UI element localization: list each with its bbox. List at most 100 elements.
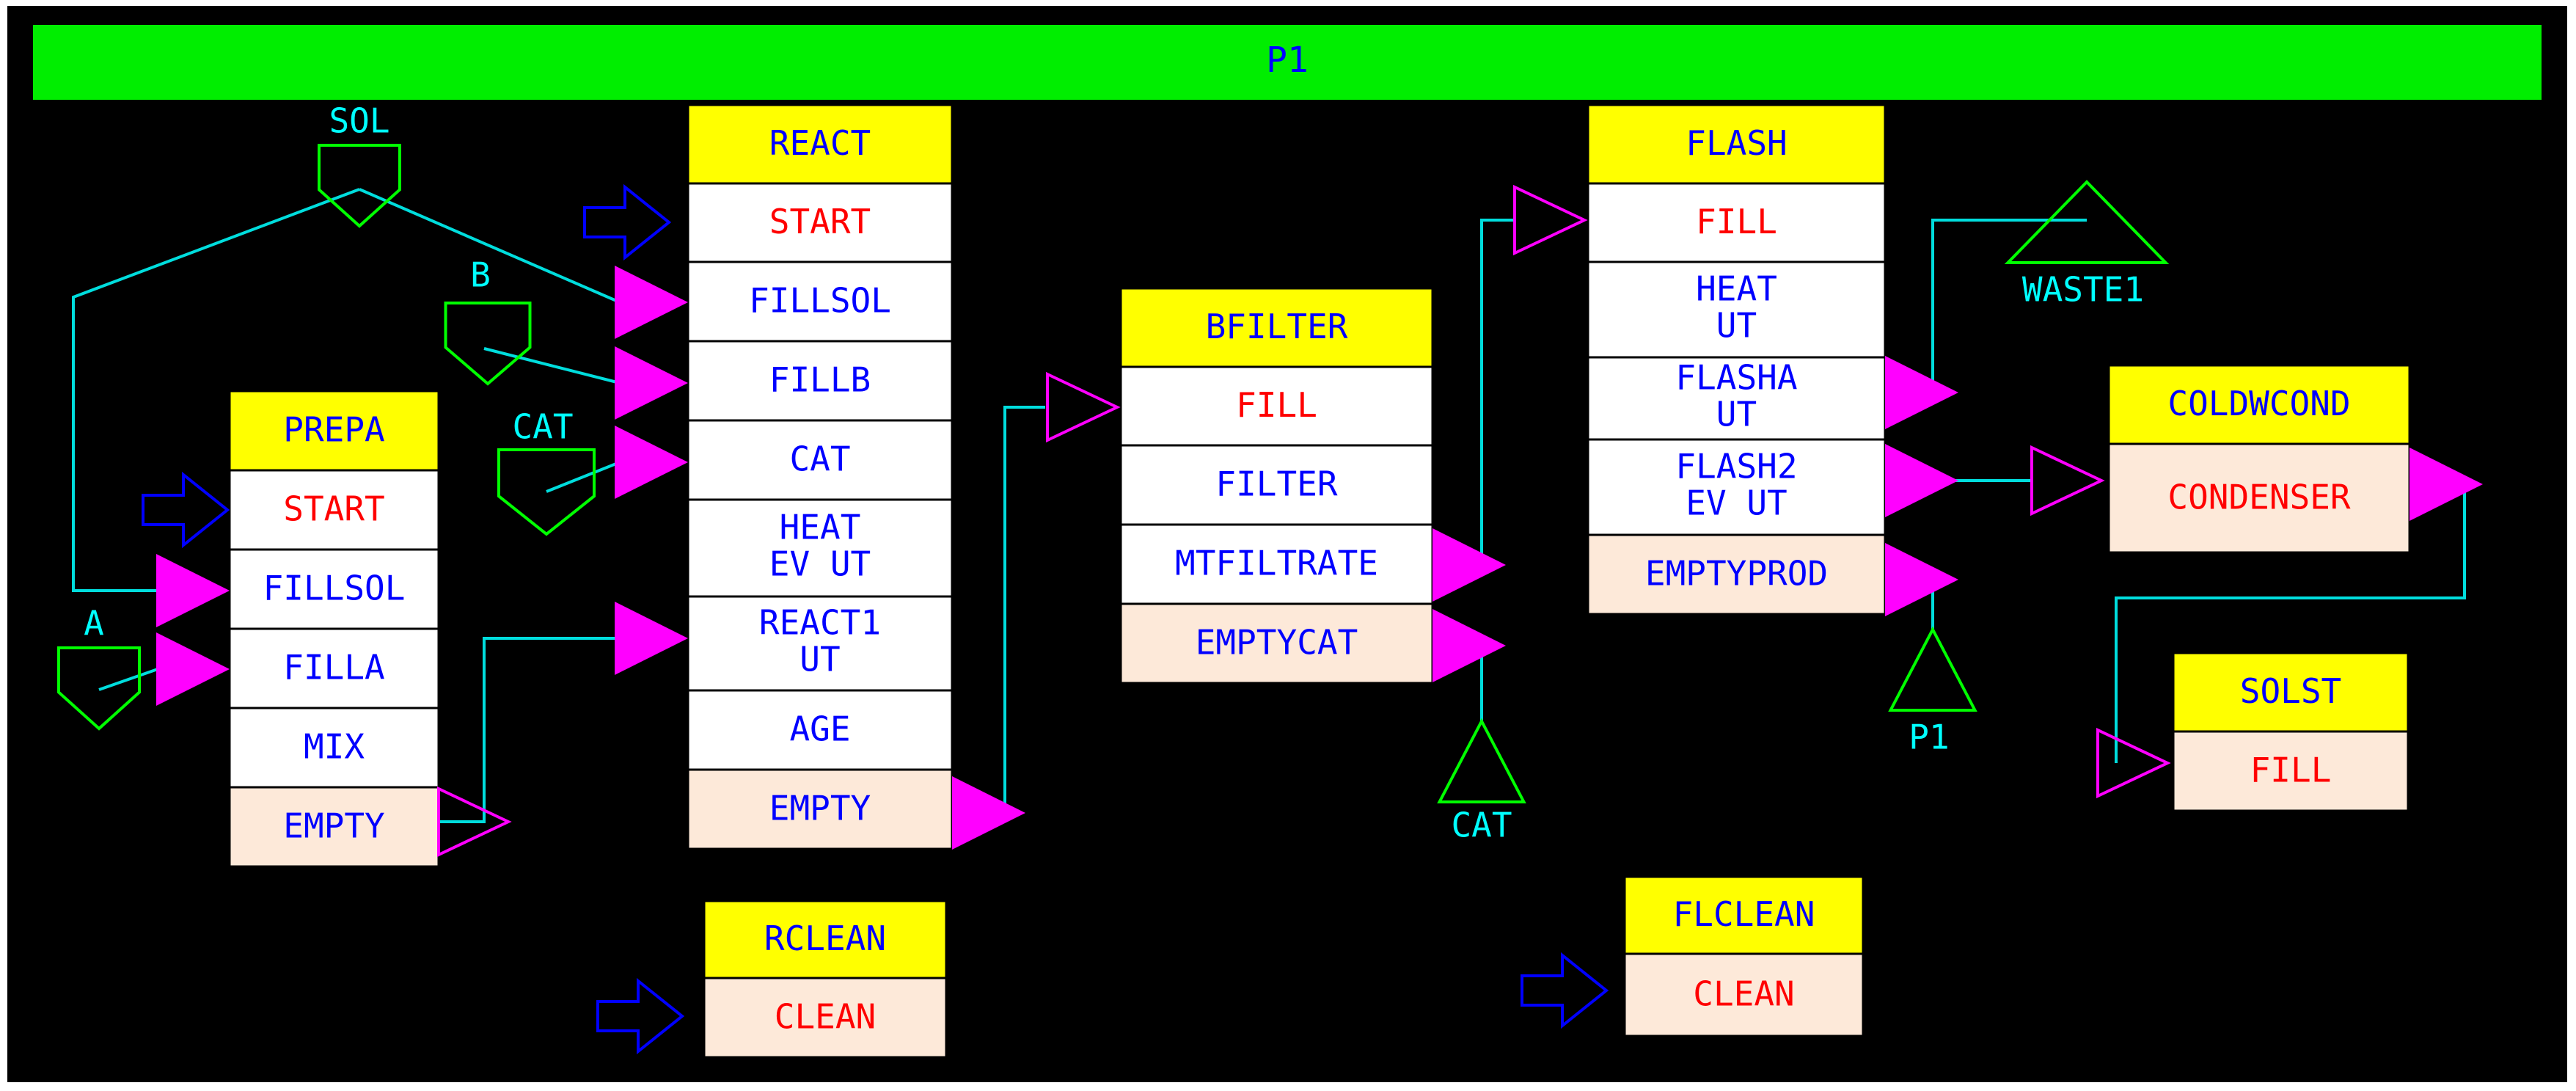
operation-label: START [283,489,384,529]
operation-fillsol[interactable]: FILLSOL [228,548,440,630]
start-arrow-icon[interactable] [142,471,230,549]
operation-emptyprod[interactable]: EMPTYPROD [1587,533,1887,616]
operation-empty[interactable]: EMPTY [228,786,440,868]
input-arrow-icon[interactable] [615,426,688,499]
input-arrow-icon[interactable] [156,632,230,706]
product-store-waste1[interactable]: WASTE1 [2004,180,2170,310]
output-arrow-icon[interactable] [1432,609,1506,682]
output-arrow-icon[interactable] [1885,356,1958,429]
operation-start[interactable]: START [687,182,954,263]
feed-store-a[interactable]: A [57,604,141,731]
operation-fill[interactable]: FILL [1119,365,1434,447]
start-arrow-icon[interactable] [1521,952,1609,1029]
operation-box [687,419,954,501]
operation-clean[interactable]: CLEAN [703,977,948,1059]
input-arrow-icon[interactable] [615,346,688,420]
product-store-icon [1437,718,1526,803]
operation-fill[interactable]: FILL [2172,730,2409,812]
feed-store-cat[interactable]: CAT [497,407,596,536]
operation-start[interactable]: START [228,469,440,551]
start-arrow-icon[interactable] [596,977,685,1055]
product-store-label: CAT [1451,806,1512,845]
operation-box [687,260,954,343]
input-arrow-icon[interactable] [2030,445,2105,517]
operation-box [687,595,954,692]
operation-sublabel: UT [1716,306,1757,346]
operation-empty[interactable]: EMPTY [687,768,954,850]
operation-box [2107,442,2411,554]
output-arrow-icon[interactable] [2409,448,2483,521]
operation-box [1119,523,1434,605]
operation-fillb[interactable]: FILLB [687,340,954,422]
operation-mix[interactable]: MIX [228,707,440,789]
unit-title-box [1587,103,1887,185]
operation-label: FILLSOL [263,569,406,608]
line-prepa-empty-to-react-react1 [440,637,620,823]
start-arrow-icon[interactable] [583,183,672,261]
operation-box [228,786,440,868]
header-bar-fill [33,25,2542,100]
operation-cat[interactable]: CAT [687,419,954,501]
operation-label: FLASHA [1675,358,1797,398]
operation-clean[interactable]: CLEAN [1623,952,1865,1037]
line-sol-to-react-fillsol [359,188,621,304]
input-arrow-icon[interactable] [2096,727,2171,799]
operation-box [687,689,954,771]
operation-mtfiltrate[interactable]: MTFILTRATE [1119,523,1434,605]
feed-store-label: A [84,604,104,643]
operation-box [1587,260,1887,359]
output-arrow-icon[interactable] [1885,444,1958,517]
operation-age[interactable]: AGE [687,689,954,771]
product-store-p1[interactable]: P1 [1888,626,1977,757]
operation-box [687,768,954,850]
product-store-icon [2004,180,2170,264]
operation-filla[interactable]: FILLA [228,627,440,709]
arrows-layer [142,183,2483,1055]
output-arrow-icon[interactable] [952,776,1025,850]
product-store-cat-out[interactable]: CAT [1437,718,1526,845]
feed-store-b[interactable]: B [444,255,532,386]
feed-store-sol[interactable]: SOL [318,101,401,228]
operation-sublabel: UT [799,640,840,679]
operation-condenser[interactable]: CONDENSER [2107,442,2411,554]
input-arrow-icon[interactable] [1046,371,1121,443]
output-arrow-icon[interactable] [1432,528,1506,602]
line-a-to-prepa-filla [98,668,158,691]
operation-filter[interactable]: FILTER [1119,444,1434,526]
operation-label: CAT [789,439,850,479]
line-cat-to-react-cat [546,461,621,493]
line-sol-to-prepa-fillsol [72,188,360,592]
line-flasha-to-waste1 [1931,219,2087,393]
unit-title-box [2172,652,2409,733]
output-arrow-icon[interactable] [437,786,512,858]
operation-sublabel: UT [1716,395,1757,434]
input-arrow-icon[interactable] [615,266,688,339]
operation-box [1587,438,1887,536]
operation-emptycat[interactable]: EMPTYCAT [1119,602,1434,685]
operation-fillsol[interactable]: FILLSOL [687,260,954,343]
input-arrow-icon[interactable] [1513,184,1588,256]
operation-box [687,340,954,422]
operation-label: EMPTYCAT [1196,623,1358,663]
operation-label: FILTER [1215,464,1337,504]
operation-label: CLEAN [775,997,876,1037]
output-arrow-icon[interactable] [1885,543,1958,616]
operation-box [1119,444,1434,526]
operation-fill[interactable]: FILL [1587,182,1887,263]
input-arrow-icon[interactable] [615,602,688,675]
operation-box [1587,182,1887,263]
input-arrow-icon[interactable] [156,554,230,627]
